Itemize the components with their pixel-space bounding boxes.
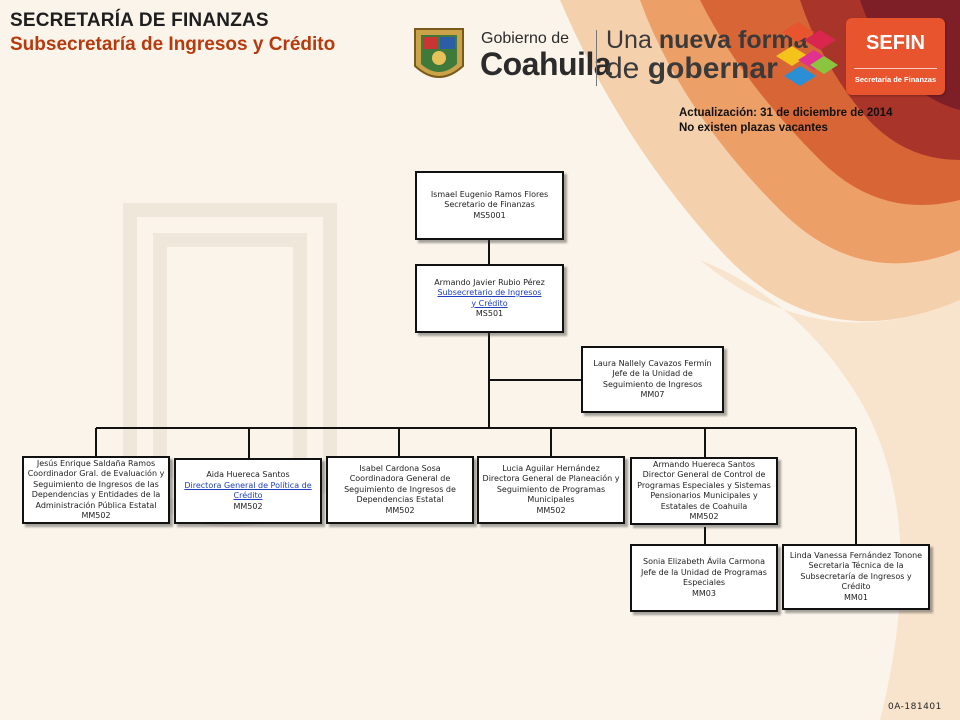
box-tecnica: Linda Vanessa Fernández Tonone Secretari… xyxy=(782,544,930,610)
update-info: Actualización: 31 de diciembre de 2014 N… xyxy=(679,106,892,136)
box-title: Jefe de la Unidad de Seguimiento de Ingr… xyxy=(602,369,703,389)
box-code: MS501 xyxy=(475,309,504,318)
box-control: Armando Huereca Santos Director General … xyxy=(630,457,778,525)
box-name: Linda Vanessa Fernández Tonone xyxy=(789,550,923,560)
box-title-link[interactable]: Directora General de Política de Crédito xyxy=(184,480,312,501)
box-name: Sonia Elizabeth Ávila Carmona xyxy=(643,557,765,566)
box-name: Laura Nallely Cavazos Fermín xyxy=(593,358,712,368)
box-title: Jefe de la Unidad de Programas Especiale… xyxy=(641,567,767,588)
box-especiales: Sonia Elizabeth Ávila Carmona Jefe de la… xyxy=(630,544,778,612)
box-title-link-2[interactable]: y Crédito xyxy=(471,298,508,308)
coahuila-shield-logo xyxy=(414,28,464,78)
box-name: Armando Huereca Santos xyxy=(652,459,756,469)
page-subtitle: Subsecretaría de Ingresos y Crédito xyxy=(10,34,336,55)
box-code: MM502 xyxy=(385,505,415,515)
box-title: Directora General de Planeación y Seguim… xyxy=(482,474,620,505)
coahuila-label: Coahuila xyxy=(480,46,612,82)
box-code: MM502 xyxy=(689,512,719,521)
sefin-logo: SEFIN Secretaría de Finanzas xyxy=(846,18,945,95)
box-planeacion: Lucia Aguilar Hernández Directora Genera… xyxy=(477,456,625,524)
box-dependencias: Isabel Cardona Sosa Coordinadora General… xyxy=(326,456,474,524)
box-code: MS5001 xyxy=(473,210,506,220)
box-title-link[interactable]: Subsecretario de Ingresos xyxy=(437,288,542,297)
page-title: SECRETARÍA DE FINANZAS xyxy=(10,10,269,31)
box-code: MM502 xyxy=(81,511,111,520)
box-name: Armando Javier Rubio Pérez xyxy=(434,277,545,287)
color-squares-logo xyxy=(776,22,838,86)
box-code: MM03 xyxy=(692,588,716,598)
box-code: MM502 xyxy=(536,505,566,515)
box-code: MM07 xyxy=(640,390,665,399)
document-code: 0A-181401 xyxy=(888,702,942,712)
box-code: MM502 xyxy=(233,501,263,511)
box-title: Secretaria Técnica de la Subsecretaría d… xyxy=(800,561,912,592)
vacancy-note: No existen plazas vacantes xyxy=(679,122,828,134)
box-secretario: Ismael Eugenio Ramos Flores Secretario d… xyxy=(415,171,564,240)
logo-divider xyxy=(596,30,597,86)
box-credito: Aida Huereca Santos Directora General de… xyxy=(174,458,322,524)
sefin-title: SEFIN xyxy=(866,32,925,54)
slogan-line-1: Una nueva forma xyxy=(606,26,808,54)
update-date: Actualización: 31 de diciembre de 2014 xyxy=(679,107,893,119)
box-title: Secretario de Finanzas xyxy=(444,200,535,210)
sefin-rule xyxy=(854,68,937,69)
box-name: Isabel Cardona Sosa xyxy=(359,463,441,473)
box-code: MM01 xyxy=(844,592,868,602)
box-seguimiento: Laura Nallely Cavazos Fermín Jefe de la … xyxy=(581,346,724,413)
box-title: Coordinador Gral. de Evaluación y Seguim… xyxy=(27,469,165,510)
box-subsecretario: Armando Javier Rubio Pérez Subsecretario… xyxy=(415,264,564,333)
box-name: Aida Huereca Santos xyxy=(206,470,290,479)
box-title: Director General de Control de Programas… xyxy=(637,470,771,511)
slogan-line-2: de gobernar xyxy=(606,52,778,85)
box-name: Jesús Enrique Saldaña Ramos xyxy=(36,458,156,468)
box-title: Coordinadora General de Seguimiento de I… xyxy=(344,474,456,505)
box-name: Lucia Aguilar Hernández xyxy=(502,463,600,473)
gobierno-label: Gobierno de xyxy=(481,30,570,47)
box-name: Ismael Eugenio Ramos Flores xyxy=(430,189,549,199)
sefin-subtitle: Secretaría de Finanzas xyxy=(854,75,937,84)
box-evaluacion: Jesús Enrique Saldaña Ramos Coordinador … xyxy=(22,456,170,524)
